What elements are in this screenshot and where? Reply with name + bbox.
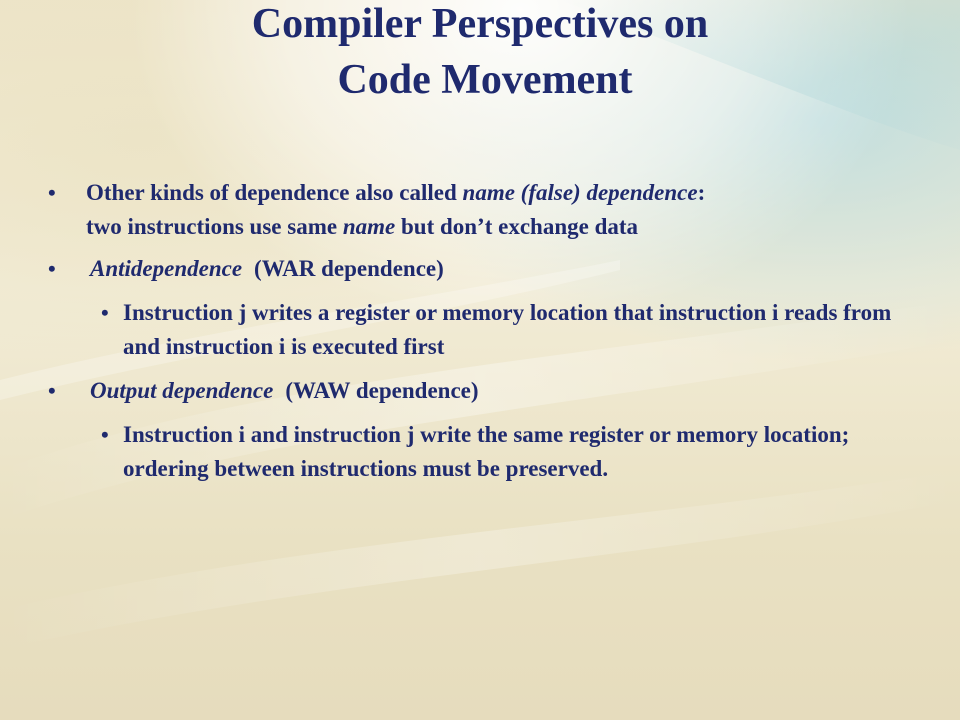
bullet-text: (WAR dependence) [254,256,444,281]
slide-title: Compiler Perspectives on Code Movement [0,0,960,108]
bullet-marker: • [101,422,109,447]
bullet-marker: • [101,300,109,325]
bullet-text: Instruction j writes a register or memor… [123,300,892,359]
bullet-name-dependence: • Other kinds of dependence also called … [48,176,928,244]
bullet-output-dependence: • Output dependence (WAW dependence) [48,374,928,408]
bullet-antidependence: • Antidependence (WAR dependence) [48,252,928,286]
bullet-text: two instructions use same [86,214,343,239]
bullet-text: (WAW dependence) [285,378,479,403]
bullet-text: Instruction i and instruction j write th… [123,422,850,481]
sub-bullet-antidependence-desc: • Instruction j writes a register or mem… [48,296,928,364]
bullet-text-italic: name (false) dependence [462,180,698,205]
bullet-text-italic: Output dependence [90,378,274,403]
bullet-marker: • [48,180,56,205]
slide-title-line2: Code Movement [337,57,633,103]
bullet-marker: • [48,378,56,403]
slide-title-line1: Compiler Perspectives on [251,1,709,47]
bullet-marker: • [48,256,56,281]
bullet-text: : [697,180,706,205]
bullet-text: Other kinds of dependence also called [86,180,463,205]
slide-body: • Other kinds of dependence also called … [48,176,928,486]
sub-bullet-output-dependence-desc: • Instruction i and instruction j write … [48,418,928,486]
bullet-text: but don’t exchange data [395,214,639,239]
bullet-text-italic: Antidependence [90,256,243,281]
bullet-text-italic: name [342,214,396,239]
